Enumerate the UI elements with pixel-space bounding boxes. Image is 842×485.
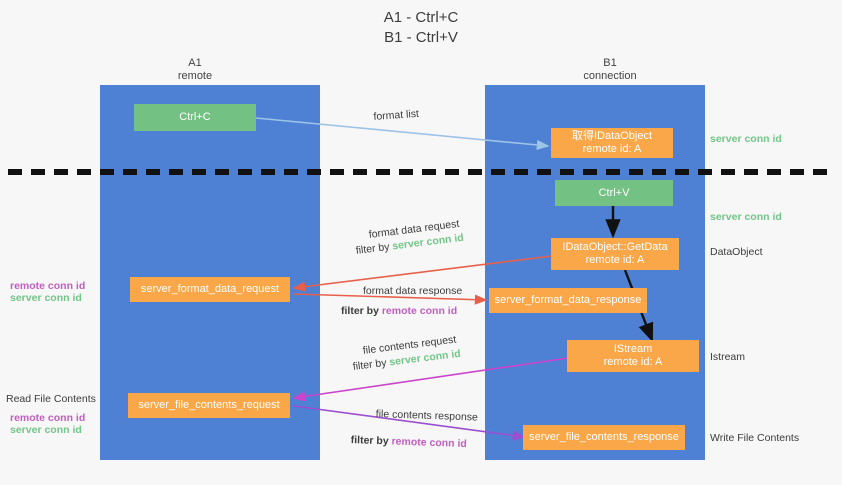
node-server-file-contents-request[interactable]: server_file_contents_request [128, 393, 290, 418]
remote-conn-id-token: remote conn id [391, 435, 468, 451]
edge-label-format-list: format list [373, 107, 420, 123]
remote-conn-id-token: remote conn id [381, 305, 458, 317]
annotation-dataobject: DataObject [710, 246, 763, 258]
node-server-format-data-response[interactable]: server_format_data_response [489, 288, 647, 313]
node-server-format-data-request[interactable]: server_format_data_request [130, 277, 290, 302]
annotation-bottom-server-conn-id: server conn id [10, 424, 82, 436]
annotation-istream: Istream [710, 351, 746, 363]
node-ctrl-c[interactable]: Ctrl+C [134, 104, 256, 131]
filter-prefix: filter by [341, 305, 382, 317]
filter-prefix: filter by [355, 240, 394, 257]
annotation-bottom-remote-conn-id: remote conn id [10, 412, 86, 424]
node-idataobject-getdata[interactable]: IDataObject::GetData remote id: A [551, 238, 679, 270]
node-server-file-contents-response[interactable]: server_file_contents_response [523, 425, 685, 450]
edge-label-format-data-response: format data response [363, 285, 463, 297]
annotation-mid-remote-conn-id: remote conn id [10, 280, 86, 292]
filter-prefix: filter by [352, 356, 391, 373]
edge-label-file-contents-response: file contents response [375, 407, 479, 424]
page-title: A1 - Ctrl+C B1 - Ctrl+V [383, 9, 459, 46]
node-ctrl-v[interactable]: Ctrl+V [555, 180, 673, 206]
filter-prefix: filter by [350, 433, 392, 448]
lane-header-b1: B1 connection [583, 57, 637, 82]
annotation-server-conn-id-top: server conn id [710, 133, 782, 145]
annotation-write-file-contents: Write File Contents [710, 432, 800, 444]
edge-label-file-contents-response-filter: filter by remote conn id [351, 433, 468, 451]
annotation-mid-server-conn-id: server conn id [10, 292, 82, 304]
annotation-server-conn-id-second: server conn id [710, 211, 782, 223]
edge-label-format-data-response-filter: filter by remote conn id [341, 304, 457, 318]
node-get-idataobject[interactable]: 取得IDataObject remote id: A [551, 128, 673, 158]
annotation-read-file-contents: Read File Contents [6, 393, 96, 405]
node-istream[interactable]: IStream remote id: A [567, 340, 699, 372]
lane-header-a1: A1 remote [177, 57, 213, 82]
